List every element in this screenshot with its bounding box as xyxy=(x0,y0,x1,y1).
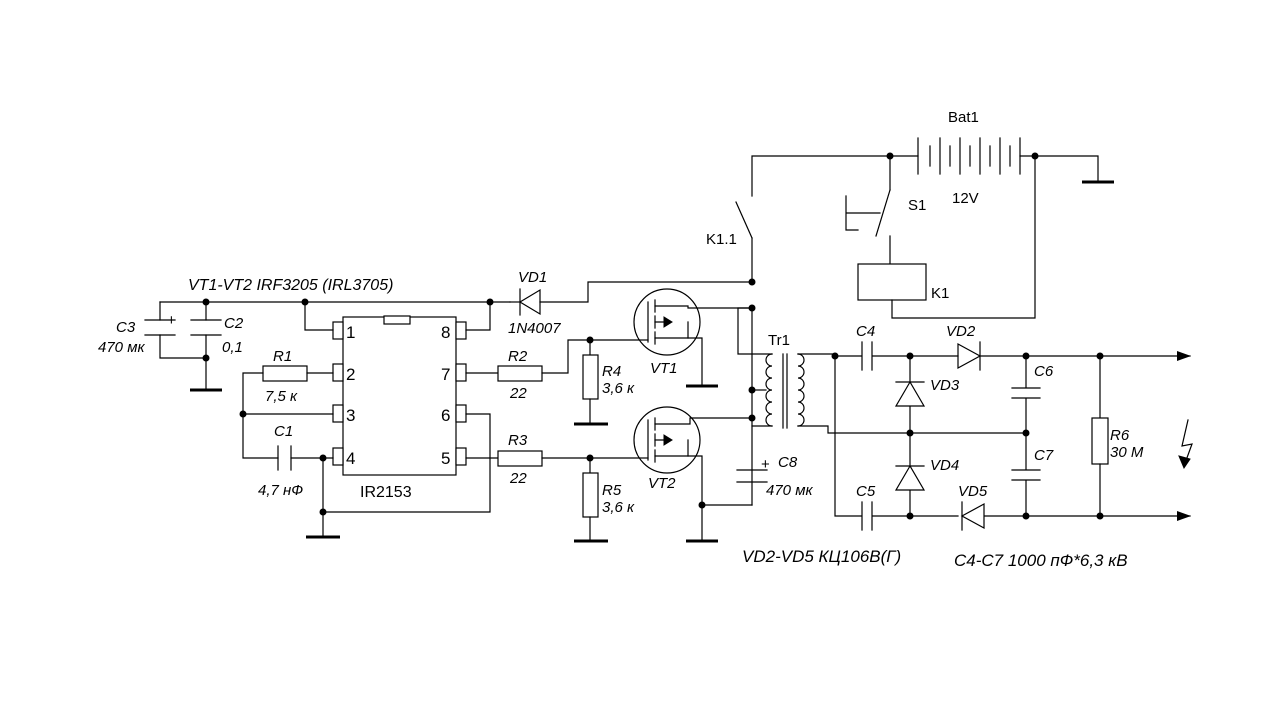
pin-3-label: 3 xyxy=(346,406,355,425)
vd5-label: VD5 xyxy=(958,483,988,500)
pin-5-label: 5 xyxy=(441,449,450,468)
c3-plus: + xyxy=(167,312,176,329)
power-section: K1.1 S1 Bat1 12V K1 xyxy=(706,109,1114,319)
pin-8-label: 8 xyxy=(441,323,450,342)
bat-label: Bat1 xyxy=(948,109,979,126)
r4-label: R4 xyxy=(602,363,621,380)
r2-label: R2 xyxy=(508,348,528,365)
vd4-label: VD4 xyxy=(930,457,959,474)
c8-plus: + xyxy=(761,456,770,473)
bat-value: 12V xyxy=(952,190,979,207)
c2-label: С2 xyxy=(224,315,244,332)
k11-label: K1.1 xyxy=(706,231,737,248)
pin-6-label: 6 xyxy=(441,406,450,425)
transformer-tr1: Tr1 + С8 470 мк xyxy=(736,304,1027,506)
r3-value: 22 xyxy=(509,470,527,487)
c6-label: С6 xyxy=(1034,363,1054,380)
c8-value: 470 мк xyxy=(766,482,813,499)
ic-ir2153: 1 2 3 4 5 6 7 8 IR2153 xyxy=(332,315,467,501)
vd1-value: 1N4007 xyxy=(508,320,561,337)
capacitor-note: С4-С7 1000 пФ*6,3 кВ xyxy=(954,551,1128,570)
capacitor-c2: С2 0,1 xyxy=(190,315,244,356)
transistor-note: VT1-VT2 IRF3205 (IRL3705) xyxy=(188,277,393,294)
r4-value: 3,6 к xyxy=(602,380,635,397)
mosfet-vt2: VT2 xyxy=(633,406,753,543)
diode-note: VD2-VD5 КЦ106В(Г) xyxy=(742,547,901,566)
r6-label: R6 xyxy=(1110,427,1130,444)
c1-value: 4,7 нФ xyxy=(258,482,303,499)
r3-label: R3 xyxy=(508,432,528,449)
r2-value: 22 xyxy=(509,385,527,402)
c7-label: С7 xyxy=(1034,447,1054,464)
c3-value: 470 мк xyxy=(98,339,145,356)
vd2-label: VD2 xyxy=(946,323,976,340)
mosfet-vt1: VT1 xyxy=(633,288,753,388)
s1-label: S1 xyxy=(908,197,926,214)
k1-label: K1 xyxy=(931,285,949,302)
gate-drive-low: R3 22 R5 3,6 к xyxy=(465,432,641,543)
c5-label: С5 xyxy=(856,483,876,500)
c4-label: С4 xyxy=(856,323,875,340)
vd3-label: VD3 xyxy=(930,377,960,394)
r6-value: 30 М xyxy=(1110,444,1144,461)
supply-rail xyxy=(159,298,511,392)
r5-label: R5 xyxy=(602,482,622,499)
timing-network: R1 7,5 к С1 4,7 нФ xyxy=(239,348,491,539)
c1-label: С1 xyxy=(274,423,293,440)
c2-value: 0,1 xyxy=(222,339,243,356)
diode-vd1: VD1 1N4007 xyxy=(508,269,753,337)
c3-label: С3 xyxy=(116,319,136,336)
tr1-label: Tr1 xyxy=(768,332,790,349)
gate-drive-high: R2 22 R4 3,6 к xyxy=(465,336,641,426)
ic-label: IR2153 xyxy=(360,484,412,501)
voltage-multiplier: С4 С5 VD2 VD3 VD4 VD5 С6 С7 R6 30 М xyxy=(831,323,1193,531)
pin-2-label: 2 xyxy=(346,365,355,384)
pin-1-label: 1 xyxy=(346,323,355,342)
c8-label: С8 xyxy=(778,454,798,471)
r5-value: 3,6 к xyxy=(602,499,635,516)
vd1-label: VD1 xyxy=(518,269,547,286)
vt1-label: VT1 xyxy=(650,360,678,377)
r1-value: 7,5 к xyxy=(265,388,298,405)
vt2-label: VT2 xyxy=(648,475,676,492)
capacitor-c3: + С3 470 мк xyxy=(98,312,176,356)
pin-7-label: 7 xyxy=(441,365,450,384)
pin-4-label: 4 xyxy=(346,449,355,468)
r1-label: R1 xyxy=(273,348,292,365)
